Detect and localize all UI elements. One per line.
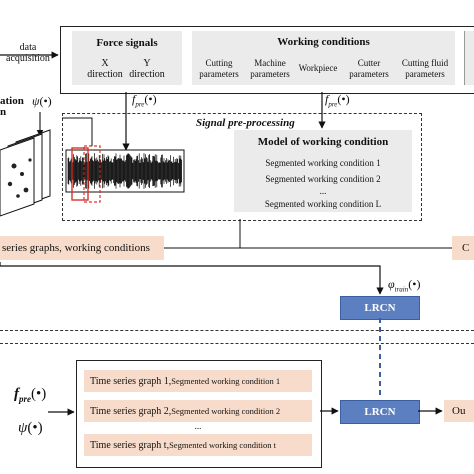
right-panel-sliver <box>464 31 474 85</box>
wc-cutter-params-line1: Cutter <box>357 58 381 68</box>
graphs-banner <box>0 236 164 260</box>
spectrogram-back <box>15 129 51 209</box>
right-banner <box>452 236 474 260</box>
test-row-1 <box>84 370 312 392</box>
fpre-subscript: pre <box>135 100 145 109</box>
test-row-1-cond: Segmented working condition 1 <box>171 376 281 386</box>
fpre-arg-3: (•) <box>31 386 47 402</box>
psi-label-top: ψ(•) <box>32 94 52 108</box>
banner-to-lrcn-line <box>0 262 384 295</box>
wc-machine-params: Machine parameters <box>243 58 297 80</box>
force-signals-title: Force signals <box>96 37 158 49</box>
psi-arg-2: (•) <box>27 420 43 436</box>
y-direction-label: Y direction <box>122 58 172 80</box>
spectrogram-front <box>0 137 35 217</box>
test-row-t-text: Time series graph t,Segmented working co… <box>90 440 276 451</box>
fpre-arg: (•) <box>144 92 157 106</box>
fpre-arg-2: (•) <box>337 92 350 106</box>
wc-cutting-params-line1: Cutting <box>205 58 233 68</box>
left-cut-line2: n <box>0 106 7 118</box>
fpre-label-left: fpre(•) <box>132 92 157 110</box>
x-direction-label: X direction <box>80 58 130 80</box>
left-cut-text: ation n <box>0 96 24 118</box>
acquisition-frame <box>60 26 474 94</box>
wc-workpiece-line1: Workpiece <box>298 63 338 73</box>
phi-arg: (•) <box>408 277 421 291</box>
graphs-banner-text: series graphs, working conditions <box>2 242 150 254</box>
wc-machine-params-line2: parameters <box>250 69 290 79</box>
phi-subscript: train <box>394 285 409 294</box>
psi-label-bottom: ψ(•) <box>18 420 43 436</box>
output-box-text: Ou <box>452 405 466 417</box>
wc-workpiece: Workpiece <box>293 63 343 74</box>
working-conditions-title: Working conditions <box>277 36 370 48</box>
test-row-2-cond: Segmented working condition 2 <box>171 406 281 416</box>
fpre-symbol: f <box>132 92 136 106</box>
y-direction-line2: direction <box>129 69 165 80</box>
fpre-subscript-3: pre <box>19 394 31 404</box>
wc-cutter-params: Cutter parameters <box>343 58 395 80</box>
wc-cutting-fluid-params: Cutting fluid parameters <box>394 58 456 80</box>
condition-line-1: Segmented working condition 1 <box>265 158 381 168</box>
wc-cutting-params: Cutting parameters <box>193 58 245 80</box>
psi-symbol: ψ <box>32 94 40 108</box>
test-row-t <box>84 434 312 456</box>
condition-line-l: Segmented working condition L <box>264 199 382 209</box>
x-direction-line2: direction <box>87 69 123 80</box>
spectrogram-mid <box>7 133 43 213</box>
acquisition-label-line1: data <box>19 42 37 53</box>
section-separator-2 <box>0 343 474 344</box>
wc-machine-params-line1: Machine <box>254 58 286 68</box>
phi-train-label: φtrain(•) <box>388 277 421 295</box>
signal-preprocessing-title: Signal pre-processing <box>196 117 295 129</box>
lrcn-bottom-block: LRCN <box>340 400 420 424</box>
working-conditions-panel <box>192 31 455 85</box>
wc-cutting-fluid-line1: Cutting fluid <box>401 58 449 68</box>
y-direction-line1: Y <box>143 58 151 69</box>
wc-cutting-params-line2: parameters <box>199 69 239 79</box>
output-box <box>444 400 474 422</box>
test-row-t-cond: Segmented working condition t <box>169 440 277 450</box>
acquisition-label-line2: acquisition <box>6 53 50 64</box>
x-direction-line1: X <box>101 58 109 69</box>
right-banner-text: C <box>462 242 470 254</box>
fpre-label-bottom: fpre(•) <box>14 386 46 407</box>
spectrogram-blobs <box>7 158 32 198</box>
psi-arg: (•) <box>39 94 52 108</box>
test-input-frame <box>76 360 322 468</box>
model-working-condition-title: Model of working condition <box>257 136 389 148</box>
wc-cutter-params-line2: parameters <box>349 69 389 79</box>
test-row-2 <box>84 400 312 422</box>
wc-cutting-fluid-line2: parameters <box>405 69 445 79</box>
test-ellipsis: ... <box>194 421 202 431</box>
test-row-2-text: Time series graph 2,Segmented working co… <box>90 406 280 417</box>
left-cut-line1: ation <box>0 95 24 107</box>
condition-ellipsis: ... <box>319 186 327 196</box>
fpre-symbol-2: f <box>325 92 329 106</box>
fpre-label-right: fpre(•) <box>325 92 350 110</box>
fpre-subscript-2: pre <box>328 100 338 109</box>
fpre-symbol-3: f <box>14 386 19 402</box>
test-row-1-text: Time series graph 1,Segmented working co… <box>90 376 280 387</box>
test-row-2-graph: Time series graph 2, <box>90 406 172 417</box>
phi-symbol: φ <box>388 277 395 291</box>
acquisition-label: data acquisition <box>0 42 58 64</box>
signal-preprocessing-frame <box>62 113 422 221</box>
lrcn-top-block: LRCN <box>340 296 420 320</box>
test-row-1-graph: Time series graph 1, <box>90 376 172 387</box>
condition-line-2: Segmented working condition 2 <box>265 174 381 184</box>
section-separator-1 <box>0 330 474 331</box>
psi-symbol-2: ψ <box>18 420 28 436</box>
test-row-t-graph: Time series graph t, <box>90 440 170 451</box>
force-signals-panel <box>72 31 182 85</box>
model-working-condition-panel <box>234 130 412 212</box>
